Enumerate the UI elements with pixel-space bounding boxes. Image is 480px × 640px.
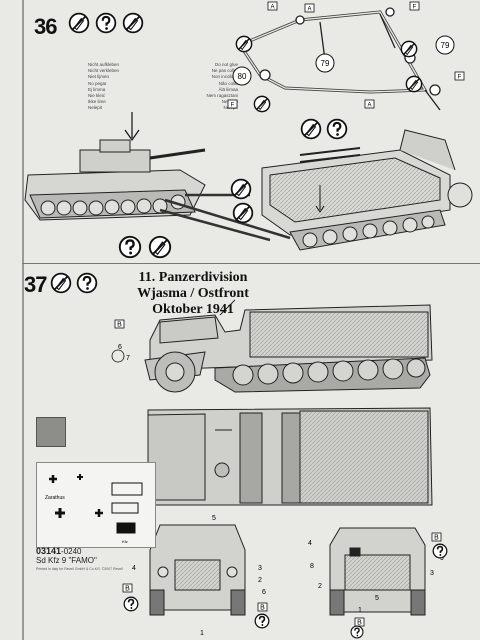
- question-icon: [254, 613, 270, 629]
- question-icon: [123, 596, 139, 612]
- halftrack-side-view: [144, 299, 433, 393]
- svg-text:B: B: [125, 586, 130, 593]
- product-code: 03141: [36, 546, 62, 556]
- svg-text:1: 1: [358, 607, 362, 614]
- svg-text:2: 2: [318, 583, 322, 590]
- product-caption: 03141-0240 Sd Kfz 9 "FAMO" Printed in It…: [36, 547, 123, 574]
- question-icon: [350, 625, 364, 639]
- title-line-unit: 11. Panzerdivision: [138, 270, 248, 285]
- svg-text:A: A: [270, 5, 274, 11]
- halftrack-rear-view: [329, 527, 426, 616]
- step-37-number: 37: [24, 272, 48, 297]
- step-divider: [22, 263, 480, 264]
- paint-icon: [50, 272, 72, 294]
- noglue-icon: [400, 40, 418, 58]
- svg-text:4: 4: [308, 540, 312, 547]
- svg-text:5: 5: [212, 515, 216, 522]
- callout-79: 79: [435, 35, 455, 55]
- halftrack-rear-drawing: [261, 129, 473, 251]
- question-icon: [432, 543, 448, 559]
- svg-text:A: A: [307, 7, 311, 13]
- svg-text:5: 5: [375, 595, 379, 602]
- noglue-icon: [405, 75, 423, 93]
- svg-text:3: 3: [430, 570, 434, 577]
- decal-sheet: Zarathus Kfz: [36, 462, 156, 548]
- svg-text:7: 7: [126, 355, 130, 362]
- svg-text:79: 79: [321, 59, 330, 68]
- svg-text:6: 6: [262, 589, 266, 596]
- svg-text:F: F: [458, 75, 462, 81]
- callout-79: 79: [315, 53, 335, 73]
- question-icon: [76, 272, 98, 294]
- svg-text:80: 80: [238, 72, 247, 81]
- noglue-icon: [300, 118, 322, 140]
- svg-text:4: 4: [132, 565, 136, 572]
- svg-text:79: 79: [441, 41, 450, 50]
- fine-print: Printed in Italy for Revell GmbH & Co.KG…: [36, 567, 123, 571]
- svg-text:B: B: [117, 322, 122, 329]
- callout-80: 80: [232, 66, 252, 86]
- title-line-location: Wjasma / Ostfront: [137, 286, 249, 301]
- svg-text:A: A: [367, 103, 371, 109]
- svg-text:9: 9: [440, 555, 444, 562]
- markings-title: 11. Panzerdivision Wjasma / Ostfront Okt…: [98, 270, 288, 318]
- noglue-icon: [148, 235, 172, 259]
- noglue-icon: [253, 95, 271, 113]
- front-rear-callouts: 4 3 2 5 1 B B 6 2 4 3 8 9 B B 5 1: [122, 515, 444, 637]
- svg-text:F: F: [413, 5, 417, 11]
- svg-text:8: 8: [310, 563, 314, 570]
- noglue-icon: [68, 12, 90, 34]
- title-line-date: Oktober 1941: [152, 302, 234, 317]
- arrow-down-icon: [124, 112, 140, 142]
- paint-swatch: [36, 417, 66, 447]
- svg-text:6: 6: [118, 344, 122, 351]
- callouts-side: B 6 7: [111, 319, 130, 363]
- step-36-number: 36: [34, 14, 58, 39]
- product-name: Sd Kfz 9 "FAMO": [36, 556, 97, 565]
- arrow-down-icon: [315, 195, 325, 213]
- question-icon: [326, 118, 348, 140]
- noglue-icon: [235, 35, 253, 53]
- svg-text:2: 2: [258, 577, 262, 584]
- halftrack-front-view: [149, 524, 246, 616]
- svg-text:B: B: [357, 620, 362, 627]
- svg-text:B: B: [260, 605, 265, 612]
- flag-callout: A A F F F A: [227, 1, 465, 109]
- tank-drawing: [24, 139, 206, 221]
- question-icon: [95, 12, 117, 34]
- svg-text:B: B: [434, 535, 439, 542]
- svg-text:Zarathus: Zarathus: [45, 495, 65, 501]
- product-suffix: -0240: [61, 547, 82, 556]
- decal-graphics: Zarathus Kfz: [45, 474, 143, 544]
- tow-cable-assembly: [237, 7, 441, 111]
- svg-text:1: 1: [200, 630, 204, 637]
- svg-text:Kfz: Kfz: [122, 539, 128, 544]
- noglue-icon: [122, 12, 144, 34]
- halftrack-top-view: [147, 407, 433, 506]
- binding-spine: [22, 0, 24, 640]
- noglue-icon: [230, 178, 252, 200]
- svg-text:F: F: [231, 103, 235, 109]
- svg-text:3: 3: [258, 565, 262, 572]
- question-icon: [118, 235, 142, 259]
- noglue-icon: [232, 202, 254, 224]
